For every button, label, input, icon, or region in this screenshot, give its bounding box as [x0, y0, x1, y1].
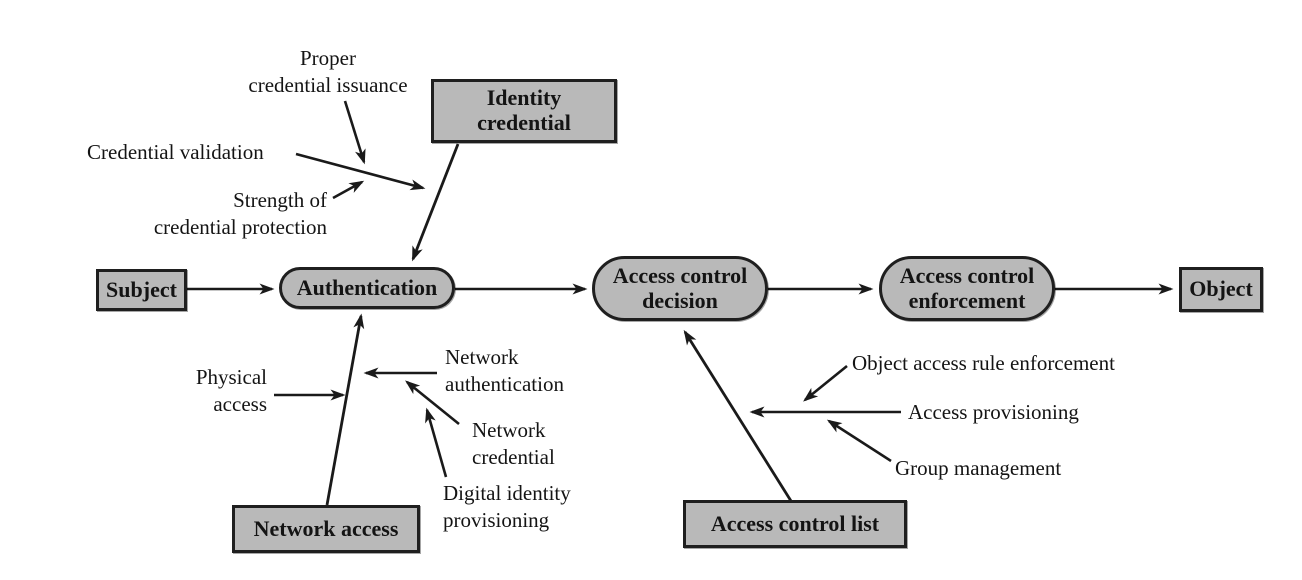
arrow-proper-credential-issuance — [343, 100, 366, 165]
arrow-identity-credential-to-authentication — [411, 143, 460, 262]
label-access-provisioning: Access provisioning — [908, 400, 1079, 424]
label-physical-access: Physical access — [195, 365, 267, 416]
node-access-control-list: Access control list — [683, 500, 907, 548]
label-network-credential: Network credential — [472, 418, 555, 469]
label-object-access-rule-enforcement: Object access rule enforcement — [852, 351, 1115, 375]
label-digital-identity-provisioning: Digital identity provisioning — [443, 481, 571, 532]
arrow-object-access-rule-enforcement — [803, 364, 848, 402]
label-group-management: Group management — [895, 456, 1062, 480]
arrow-digital-identity-provisioning — [425, 407, 448, 478]
arrow-network-access-to-authentication — [325, 313, 365, 506]
label-network-authentication: Network authentication — [445, 345, 564, 396]
arrow-network-credential — [405, 380, 460, 426]
node-object: Object — [1179, 267, 1263, 312]
node-access-control-enforcement: Access control enforcement — [879, 256, 1055, 321]
label-credential-validation: Credential validation — [87, 140, 264, 164]
node-authentication: Authentication — [279, 267, 455, 309]
arrow-credential-validation — [295, 152, 426, 191]
label-strength-of-credential-protection: Strength of credential protection — [153, 188, 327, 239]
label-proper-credential-issuance: Proper credential issuance — [248, 46, 408, 97]
arrow-access-control-list-to-decision — [683, 329, 793, 502]
node-access-control-decision: Access control decision — [592, 256, 768, 321]
node-identity-credential: Identity credential — [431, 79, 617, 143]
node-subject: Subject — [96, 269, 187, 311]
node-network-access: Network access — [232, 505, 420, 553]
arrow-strength-of-credential-protection — [332, 180, 365, 200]
arrow-group-management — [826, 419, 892, 463]
